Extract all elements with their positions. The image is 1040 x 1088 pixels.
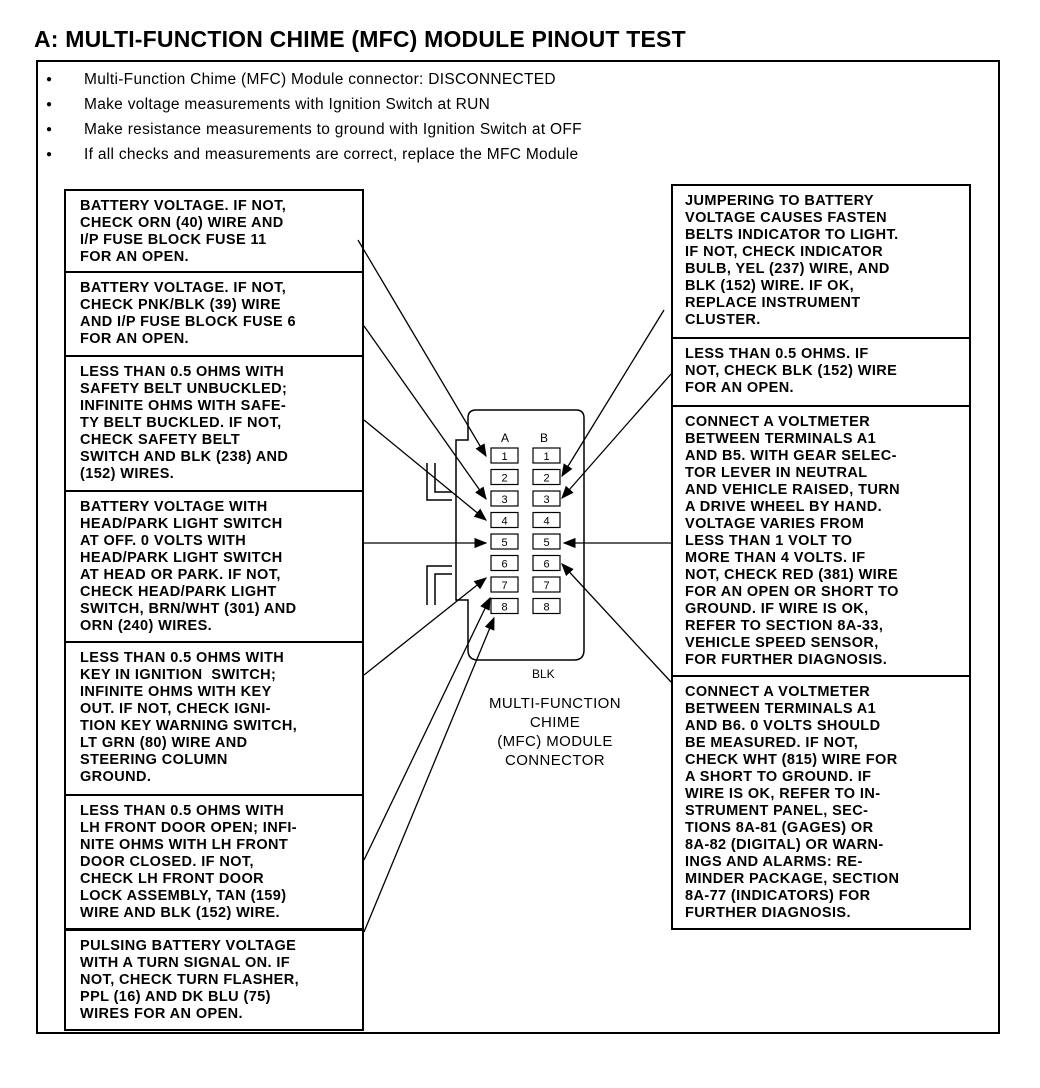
leader-b3 <box>561 373 672 499</box>
pin-b8 <box>532 597 561 615</box>
pin-b7 <box>532 576 561 593</box>
connector-latch-lower <box>426 565 452 605</box>
column-b-label: B <box>540 431 548 445</box>
pin-b6 <box>532 554 561 572</box>
pin-label-a2: 2 <box>501 473 507 485</box>
column-a-label: A <box>501 431 509 445</box>
pin-a4 <box>490 511 519 529</box>
callout-a6: LESS THAN 0.5 OHMS WITH KEY IN IGNITION … <box>64 641 364 796</box>
callout-a7: LESS THAN 0.5 OHMS WITH LH FRONT DOOR OP… <box>64 794 364 930</box>
pin-a8 <box>490 597 519 615</box>
page-title: A: MULTI-FUNCTION CHIME (MFC) MODULE PIN… <box>34 26 686 52</box>
leader-b6 <box>561 563 672 683</box>
leader-a2 <box>363 325 487 501</box>
instruction-item: Multi-Function Chime (MFC) Module connec… <box>46 70 582 95</box>
callout-a8: PULSING BATTERY VOLTAGE WITH A TURN SIGN… <box>64 929 364 1031</box>
connector-color-label: BLK <box>532 667 555 681</box>
pin-a3 <box>490 490 519 507</box>
leader-a6 <box>363 577 488 676</box>
instruction-item: Make resistance measurements to ground w… <box>46 120 582 145</box>
leader-a1 <box>357 239 487 458</box>
pin-label-a3: 3 <box>501 494 507 506</box>
pin-label-a6: 6 <box>501 559 507 571</box>
pin-label-b2: 2 <box>543 473 549 485</box>
pin-b4 <box>532 511 561 529</box>
connector-caption: MULTI-FUNCTION CHIME (MFC) MODULE CONNEC… <box>489 695 621 769</box>
instruction-list: Multi-Function Chime (MFC) Module connec… <box>46 70 582 170</box>
pin-label-b7: 7 <box>543 580 549 592</box>
pin-label-a1: 1 <box>501 451 507 463</box>
leader-a3 <box>363 419 488 521</box>
callout-b2: JUMPERING TO BATTERY VOLTAGE CAUSES FAST… <box>671 184 971 339</box>
connector-housing <box>455 409 585 661</box>
pin-label-a5: 5 <box>501 537 507 549</box>
pin-b2 <box>532 468 561 486</box>
pin-label-b4: 4 <box>543 516 549 528</box>
callout-a3: LESS THAN 0.5 OHMS WITH SAFETY BELT UNBU… <box>64 355 364 492</box>
pin-label-b3: 3 <box>543 494 549 506</box>
leader-a7 <box>363 596 491 861</box>
pin-a7 <box>490 576 519 593</box>
callout-b3: LESS THAN 0.5 OHMS. IF NOT, CHECK BLK (1… <box>671 337 971 407</box>
pin-label-a8: 8 <box>501 602 507 614</box>
pin-b1 <box>532 447 561 464</box>
callout-b5: CONNECT A VOLTMETER BETWEEN TERMINALS A1… <box>671 405 971 677</box>
callout-a2: BATTERY VOLTAGE. IF NOT, CHECK PNK/BLK (… <box>64 271 364 357</box>
callout-a4: BATTERY VOLTAGE WITH HEAD/PARK LIGHT SWI… <box>64 490 364 643</box>
pin-label-b6: 6 <box>543 559 549 571</box>
instruction-item: Make voltage measurements with Ignition … <box>46 95 582 120</box>
callout-a1: BATTERY VOLTAGE. IF NOT, CHECK ORN (40) … <box>64 189 364 273</box>
pin-b5 <box>532 533 561 550</box>
pin-label-b5: 5 <box>543 537 549 549</box>
pin-a5 <box>490 533 519 550</box>
pin-a6 <box>490 554 519 572</box>
pin-a2 <box>490 468 519 486</box>
leader-b2 <box>561 309 665 478</box>
callout-b6: CONNECT A VOLTMETER BETWEEN TERMINALS A1… <box>671 675 971 930</box>
pin-grid: 1 1 2 2 3 3 4 4 5 5 6 6 7 7 8 8 <box>490 447 561 615</box>
instruction-item: If all checks and measurements are corre… <box>46 145 582 170</box>
pin-label-b8: 8 <box>543 602 549 614</box>
pin-label-a4: 4 <box>501 516 507 528</box>
connector-latch-upper <box>426 463 452 501</box>
leader-a8 <box>363 616 495 933</box>
pin-label-a7: 7 <box>501 580 507 592</box>
pin-label-b1: 1 <box>543 451 549 463</box>
diagram-frame <box>36 60 1000 1034</box>
pin-a1 <box>490 447 519 464</box>
pin-b3 <box>532 490 561 507</box>
